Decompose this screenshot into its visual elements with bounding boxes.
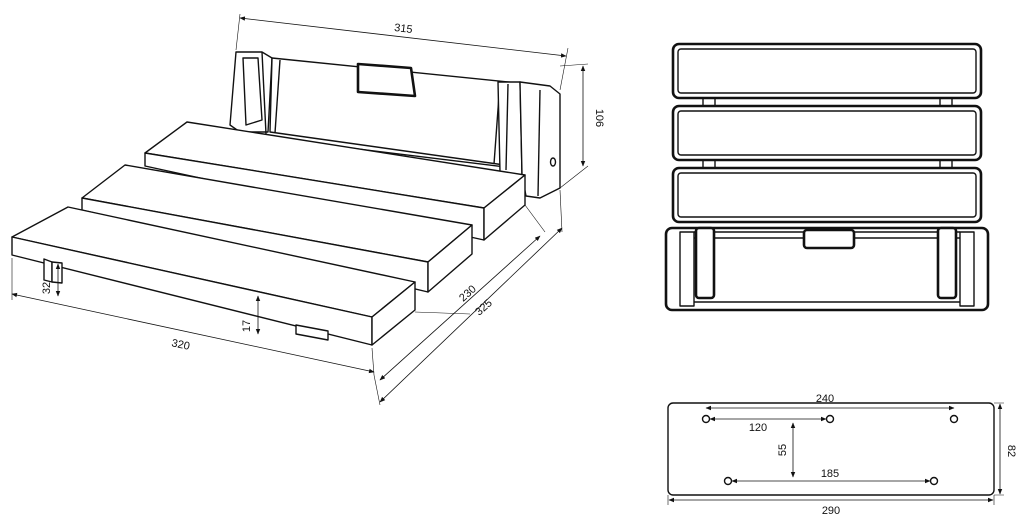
- dim-label-106: 106: [593, 109, 605, 127]
- dim-leg-32: 32: [41, 263, 61, 297]
- dim-label-325: 325: [473, 297, 495, 318]
- dim-label-185: 185: [821, 468, 839, 480]
- foot-left: [43, 258, 53, 283]
- mounting-plate: 240 120 55 185 82 290: [667, 393, 1017, 517]
- perspective-view: 315 106 320 230 325: [11, 13, 605, 406]
- hole-1: [701, 414, 711, 424]
- back-frame: [664, 226, 990, 312]
- dim-label-82: 82: [1005, 445, 1017, 457]
- top-view-handle: [802, 228, 856, 250]
- dim-length-320: 320: [11, 258, 375, 376]
- top-slat-1: [671, 42, 983, 100]
- dim-height-106: 106: [559, 63, 605, 189]
- hole-5: [929, 476, 939, 486]
- dim-label-32: 32: [41, 282, 53, 294]
- hole-3: [949, 414, 959, 424]
- dim-label-17: 17: [241, 320, 253, 332]
- handle: [356, 62, 417, 98]
- top-slat-3: [671, 166, 983, 224]
- dim-thickness-17: 17: [241, 295, 261, 335]
- dim-width-315: 315: [235, 13, 569, 91]
- hole-4: [723, 476, 733, 486]
- dim-label-55: 55: [777, 444, 789, 456]
- top-view: [664, 42, 990, 312]
- top-slat-2: [671, 104, 983, 162]
- dim-label-230: 230: [457, 283, 479, 304]
- right-bracket: [497, 81, 561, 199]
- hole-2: [825, 414, 835, 424]
- dim-label-315: 315: [394, 22, 414, 36]
- dim-label-320: 320: [170, 337, 190, 353]
- mount-hole: [549, 157, 557, 167]
- plate-outline: [667, 402, 995, 496]
- dim-label-240: 240: [816, 393, 834, 405]
- dim-label-120: 120: [749, 422, 767, 434]
- dim-label-290: 290: [822, 505, 840, 517]
- left-bracket: [229, 51, 273, 135]
